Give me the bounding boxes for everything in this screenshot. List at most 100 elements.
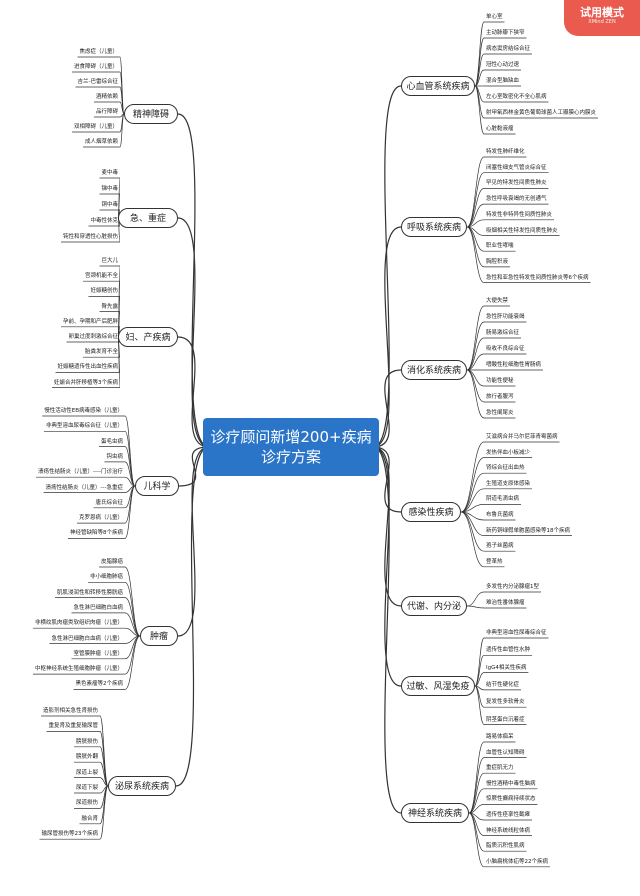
branch-left-4[interactable]: 肿瘤 xyxy=(140,626,178,646)
leaf-item[interactable]: 肾综合征出血热 xyxy=(486,465,525,472)
leaf-item[interactable]: 妊娠糖遗传性出血性疾病 xyxy=(57,364,118,371)
leaf-item[interactable]: 神经系统线粒体病 xyxy=(486,827,531,834)
leaf-item[interactable]: 多发性内分泌腺瘤1型 xyxy=(486,584,539,590)
leaf-item[interactable]: 重症肌无力 xyxy=(486,765,514,772)
leaf-item[interactable]: 酒精依赖 xyxy=(95,94,118,100)
leaf-item[interactable]: 特发性非特异性间质性肺炎 xyxy=(486,211,553,218)
leaf-item[interactable]: 锑中毒 xyxy=(101,186,118,192)
leaf-item[interactable]: 发热伴血小板减少 xyxy=(486,449,531,456)
leaf-item[interactable]: 惊厥性癫痫持续状态 xyxy=(486,796,536,803)
leaf-item[interactable]: 克罗恩病（儿童） xyxy=(78,515,123,522)
leaf-item[interactable]: 进食障碍（儿童） xyxy=(73,64,118,70)
branch-left-2[interactable]: 妇、产疾病 xyxy=(118,327,178,347)
leaf-item[interactable]: IgG4相关性疾病 xyxy=(486,664,527,671)
branch-left-5[interactable]: 泌尿系统疾病 xyxy=(108,776,176,796)
leaf-item[interactable]: 溃疡性结肠炎（儿童）----门诊治疗 xyxy=(38,469,123,476)
leaf-item[interactable]: 焦虑症（儿童） xyxy=(79,49,118,55)
leaf-item[interactable]: 输尿管损伤等23个疾病 xyxy=(41,831,99,838)
leaf-item[interactable]: 急性阑尾炎 xyxy=(486,410,514,416)
leaf-item[interactable]: 心脏黏液瘤 xyxy=(486,126,514,132)
leaf-item[interactable]: 罕见的特发性间质性肺炎 xyxy=(486,180,547,187)
leaf-item[interactable]: 射甲氧西林金黄色葡萄球菌人工瓣膜心内膜炎 xyxy=(486,110,597,116)
leaf-item[interactable]: 小脑扁桃体疝等22个疾病 xyxy=(486,858,548,865)
leaf-item[interactable]: 特发性肺纤维化 xyxy=(486,149,525,155)
leaf-item[interactable]: 遗传性痉挛性截瘫 xyxy=(486,812,531,818)
leaf-item[interactable]: 大便失禁 xyxy=(486,298,509,304)
leaf-item[interactable]: 主动脉瓣下狭窄 xyxy=(486,30,525,36)
leaf-item[interactable]: 艾滋病合并马尔尼菲青霉菌病 xyxy=(486,434,558,440)
leaf-item[interactable]: 布鲁氏菌病 xyxy=(486,512,514,518)
leaf-item[interactable]: 职业性哮喘 xyxy=(486,243,514,250)
leaf-item[interactable]: 巨大儿 xyxy=(101,258,118,264)
central-topic[interactable]: 诊疗顾问新增200+疾病 诊疗方案 xyxy=(203,418,379,476)
leaf-item[interactable]: 急性肝功能衰竭 xyxy=(486,314,525,320)
leaf-item[interactable]: 吉兰-巴雷综合征 xyxy=(77,79,119,85)
leaf-item[interactable]: 生殖道支原体感染 xyxy=(486,480,531,487)
branch-right-6[interactable]: 神经系统疾病 xyxy=(401,803,469,823)
leaf-item[interactable]: 钝性和穿透性心脏损伤 xyxy=(62,234,118,240)
leaf-item[interactable]: 唐氏综合征 xyxy=(95,499,123,506)
leaf-item[interactable]: 旅行者腹泻 xyxy=(486,394,514,400)
leaf-item[interactable]: 溃疡性结肠炎（儿童）---急重症 xyxy=(45,484,123,491)
trial-mode-badge[interactable]: 试用模式 XMind ZEN xyxy=(564,0,640,36)
leaf-item[interactable]: 吸烟相关性特发性间质性肺炎 xyxy=(486,227,558,234)
branch-left-3[interactable]: 儿科学 xyxy=(135,476,179,496)
leaf-item[interactable]: 蛋毛虫病 xyxy=(100,438,123,445)
leaf-item[interactable]: 神经管缺陷等8个疾病 xyxy=(70,530,123,537)
leaf-item[interactable]: 臀先露 xyxy=(101,303,118,310)
leaf-item[interactable]: 新药铜绿假单胞菌感染等18个疾病 xyxy=(486,527,570,534)
leaf-item[interactable]: 脂质沉积性肌病 xyxy=(486,843,525,850)
leaf-item[interactable]: 品行障碍 xyxy=(95,109,118,115)
leaf-item[interactable]: 遗传性血管性水肿 xyxy=(486,647,531,654)
leaf-item[interactable]: 卵巢过度刺激综合征 xyxy=(68,334,118,340)
leaf-item[interactable]: 路易体痴呆 xyxy=(486,734,514,740)
leaf-item[interactable]: 非横纹肌肉瘤类软组织肉瘤（儿童） xyxy=(34,620,123,627)
leaf-item[interactable]: 融合肾 xyxy=(81,815,98,822)
branch-right-1[interactable]: 呼吸系统疾病 xyxy=(401,217,467,237)
leaf-item[interactable]: 非典型溶血尿毒综合征（儿童） xyxy=(45,423,123,430)
leaf-item[interactable]: 胎粪发育不全 xyxy=(84,349,118,356)
leaf-item[interactable]: 吸收不良综合征 xyxy=(486,346,525,352)
branch-right-3[interactable]: 感染性疾病 xyxy=(401,502,461,522)
leaf-item[interactable]: 钩虫病 xyxy=(106,453,123,460)
leaf-item[interactable]: 膀胱外翻 xyxy=(75,754,98,761)
leaf-item[interactable]: 孕前、孕期和产后肥胖 xyxy=(62,318,118,325)
leaf-item[interactable]: 复发性多软骨炎 xyxy=(486,699,525,706)
leaf-item[interactable]: 左心室致密化不全心肌病 xyxy=(486,94,547,100)
leaf-item[interactable]: 黑色素瘤等2个疾病 xyxy=(75,681,124,688)
leaf-item[interactable]: 室管膜肿瘤（儿童） xyxy=(73,650,123,657)
leaf-item[interactable]: 慢性活动性EB病毒感染（儿童） xyxy=(44,408,123,414)
leaf-item[interactable]: 尿道损伤 xyxy=(75,800,98,807)
leaf-item[interactable]: 造影剂相关急性肾损伤 xyxy=(42,708,98,714)
leaf-item[interactable]: 皮脂腺癌 xyxy=(100,559,123,565)
branch-right-5[interactable]: 过敏、风湿免疫 xyxy=(401,676,475,696)
leaf-item[interactable]: 急性淋巴细胞白血病（儿童） xyxy=(51,635,123,642)
leaf-item[interactable]: 非典型溶血性尿毒综合征 xyxy=(486,630,547,636)
branch-right-2[interactable]: 消化系统疾病 xyxy=(401,360,467,380)
leaf-item[interactable]: 尿道下裂 xyxy=(75,785,98,791)
leaf-item[interactable]: 血管性认知障碍 xyxy=(486,749,525,756)
leaf-item[interactable]: 胸腔积液 xyxy=(486,258,509,265)
leaf-item[interactable]: 阴茎蛋白沉着症 xyxy=(486,716,525,723)
leaf-item[interactable]: 非小细胞肺癌 xyxy=(89,574,123,581)
leaf-item[interactable]: 嗜酸性粒细胞性胃肠病 xyxy=(486,362,542,368)
leaf-item[interactable]: 混合型脑缺血 xyxy=(486,78,520,84)
branch-right-0[interactable]: 心血管系统疾病 xyxy=(401,76,475,96)
branch-right-4[interactable]: 代谢、内分泌 xyxy=(401,596,467,616)
leaf-item[interactable]: 中毒性休克 xyxy=(90,218,118,224)
leaf-item[interactable]: 宫颈机能不全 xyxy=(84,273,118,280)
leaf-item[interactable]: 双相障碍（儿童） xyxy=(73,124,118,130)
leaf-item[interactable]: 急性淋巴细胞白血病 xyxy=(73,604,123,611)
leaf-item[interactable]: 功能性便秘 xyxy=(486,378,514,384)
leaf-item[interactable]: 登革热 xyxy=(486,558,503,565)
leaf-item[interactable]: 结节性硬化症 xyxy=(486,681,520,688)
leaf-item[interactable]: 麦中毒 xyxy=(101,170,118,176)
leaf-item[interactable]: 病态窦房结综合征 xyxy=(486,46,531,52)
branch-left-0[interactable]: 精神障碍 xyxy=(124,104,178,124)
leaf-item[interactable]: 尿道上裂 xyxy=(75,769,98,776)
leaf-item[interactable]: 单心室 xyxy=(486,14,503,20)
leaf-item[interactable]: 妊娠糖创伤 xyxy=(90,288,118,295)
leaf-item[interactable]: 阴道毛滴虫病 xyxy=(486,496,520,503)
leaf-item[interactable]: 重复肾及重复输尿管 xyxy=(48,723,98,730)
leaf-item[interactable]: 急性呼吸衰竭的无创通气 xyxy=(486,196,547,203)
